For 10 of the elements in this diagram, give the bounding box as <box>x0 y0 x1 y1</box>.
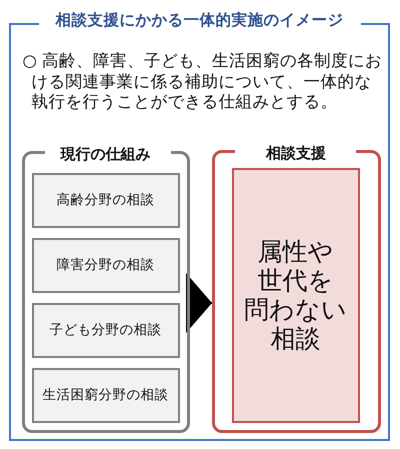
group-title: 現行の仕組み <box>60 145 150 163</box>
category-box: 生活困窮分野の相談 <box>32 368 180 422</box>
arrow <box>186 273 212 333</box>
group-title: 相談支援 <box>266 144 326 162</box>
category-box: 子ども分野の相談 <box>32 302 180 358</box>
frame-title: 相談支援にかかる一体的実施のイメージ <box>56 10 344 30</box>
bullet-text: ○ 高齢、障害、子ども、生活困窮の各制度における関連事業に係る補助について、一体的な執行を行うことができる仕組みとする。 <box>22 51 383 113</box>
category-box: 障害分野の相談 <box>32 238 180 292</box>
category-box: 高齢分野の相談 <box>32 172 180 228</box>
highlight-box: 属性や世代を問わない相談 <box>232 168 360 422</box>
